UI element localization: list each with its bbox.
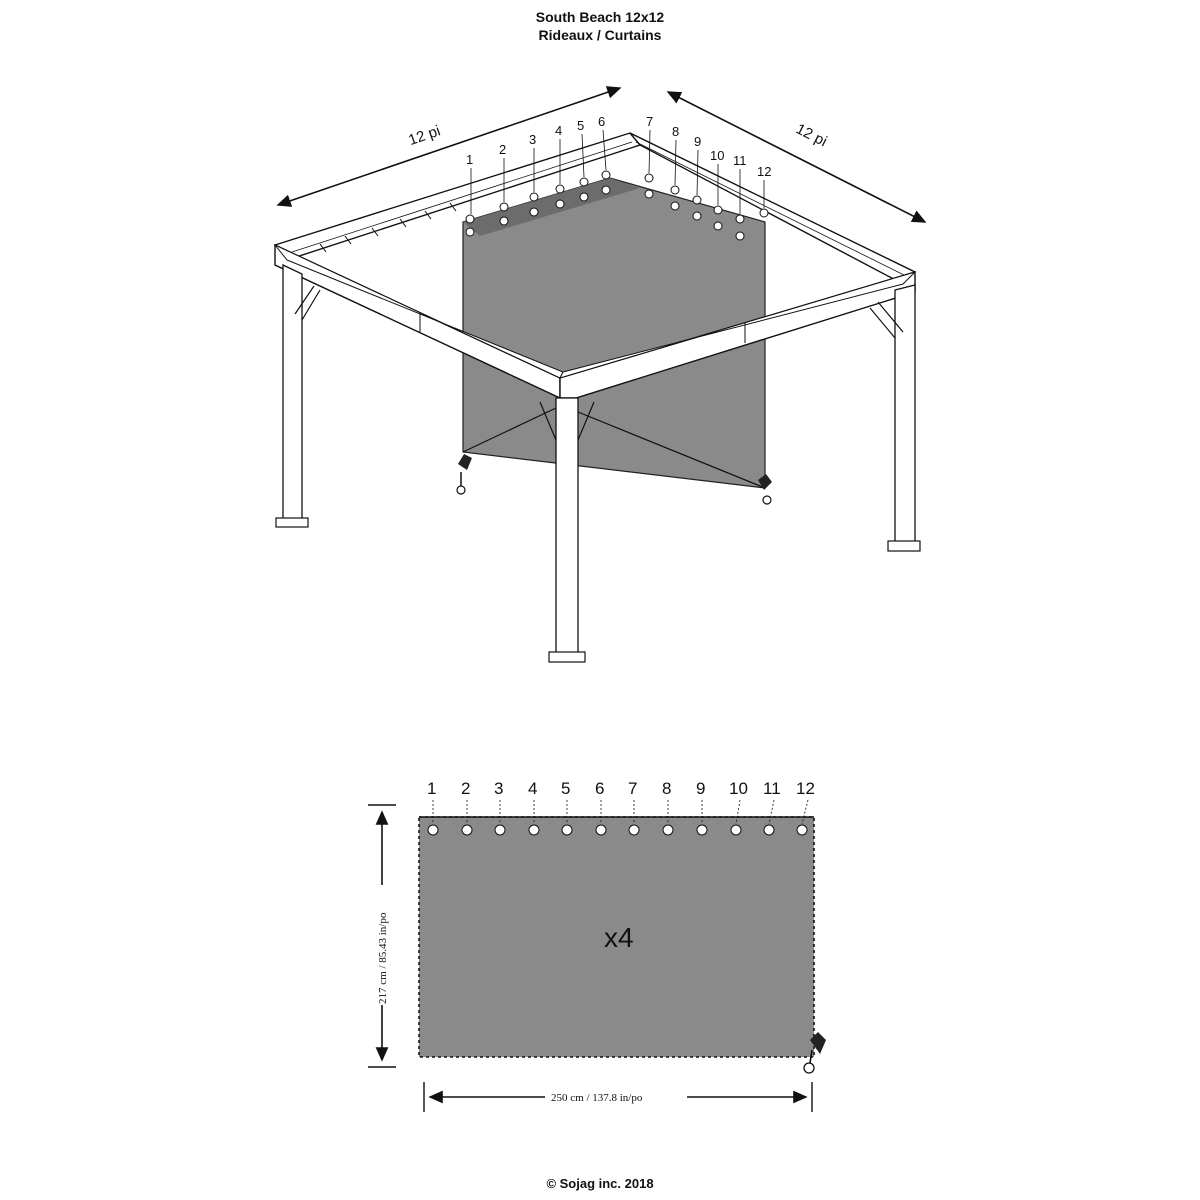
panel-hook-number: 3: [494, 779, 503, 798]
panel-hook-number: 7: [628, 779, 637, 798]
gazebo-hook-number: 8: [672, 124, 679, 139]
gazebo-illustration: 12 pi 12 pi: [273, 86, 927, 663]
curtain-panel-diagram: 1 2 3 4 5 6 7 8 9 10 11 12 x4 217 cm / 8…: [368, 779, 826, 1112]
gazebo-hook-number: 5: [577, 118, 584, 133]
panel-hook-number: 5: [561, 779, 570, 798]
front-post: [539, 397, 595, 663]
gazebo-hook-numbers: 1 2 3 4 5 6 7 8 9 10 11 12: [466, 114, 771, 179]
panel-hook-number: 4: [528, 779, 537, 798]
dimension-arrow-right: [666, 91, 927, 223]
gazebo-hook-number: 1: [466, 152, 473, 167]
panel-hook-number: 12: [796, 779, 815, 798]
gazebo-hook-number: 9: [694, 134, 701, 149]
gazebo-hook-number: 12: [757, 164, 771, 179]
gazebo-hook-number: 7: [646, 114, 653, 129]
panel-hook-number: 2: [461, 779, 470, 798]
panel-hook-number: 1: [427, 779, 436, 798]
curtain-tieback-right: [577, 411, 772, 505]
panel-hook-number: 9: [696, 779, 705, 798]
panel-hook-number: 10: [729, 779, 748, 798]
gazebo-hook-number: 3: [529, 132, 536, 147]
dimension-arrow-left: [276, 86, 622, 207]
title-line-2: Rideaux / Curtains: [538, 27, 662, 43]
gazebo-hook-number: 2: [499, 142, 506, 157]
panel-tieback: [803, 1032, 826, 1074]
curtain-tieback-left: [456, 407, 557, 495]
gazebo-hook-number: 11: [733, 153, 747, 168]
gazebo-hook-number: 6: [598, 114, 605, 129]
panel-hook-number: 11: [763, 779, 781, 798]
gazebo-hook-number: 4: [555, 123, 562, 138]
panel-grommets: [427, 824, 808, 836]
dimension-label-right: 12 pi: [793, 120, 830, 150]
panel-hook-number: 8: [662, 779, 671, 798]
height-dimension-label: 217 cm / 85.43 in/po: [377, 912, 389, 1004]
curtain-panel: [418, 816, 815, 1058]
left-post: [275, 263, 321, 528]
gazebo-hook-number: 10: [710, 148, 724, 163]
right-post: [869, 284, 921, 552]
diagram-title: South Beach 12x12 Rideaux / Curtains: [0, 8, 1200, 44]
panel-hook-numbers: 1 2 3 4 5 6 7 8 9 10 11 12: [427, 779, 815, 798]
panel-quantity: x4: [604, 922, 634, 953]
title-line-1: South Beach 12x12: [535, 9, 665, 25]
copyright-notice: © Sojag inc. 2018: [546, 1176, 654, 1191]
panel-hook-number: 6: [595, 779, 604, 798]
width-dimension-label: 250 cm / 137.8 in/po: [551, 1092, 643, 1104]
dimension-label-left: 12 pi: [406, 122, 442, 149]
